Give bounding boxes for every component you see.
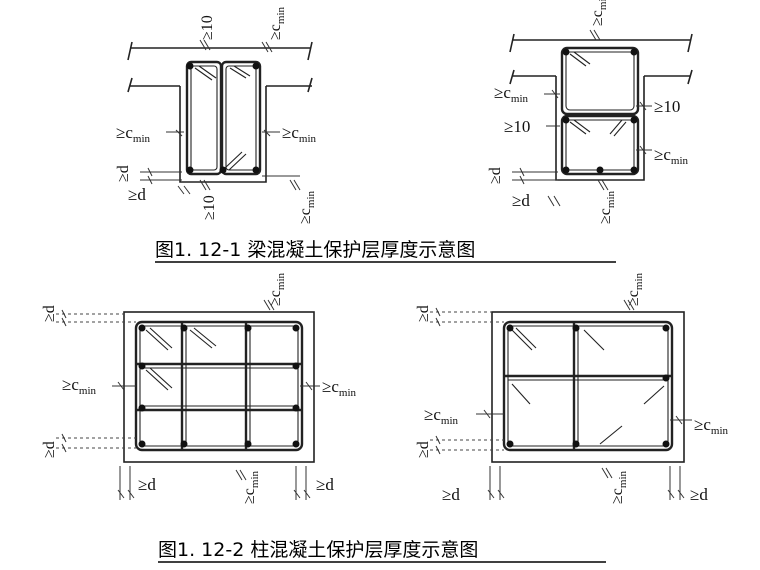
label-ge-d: ≥d <box>316 475 334 494</box>
label-ge-cmin: ≥cmin <box>297 190 317 224</box>
label-ge-cmin: ≥cmin <box>694 415 729 437</box>
label-ge-d: ≥d <box>138 475 156 494</box>
label-ge10: ≥10 <box>201 195 218 220</box>
figure-caption-2: 图1. 12-2 柱混凝土保护层厚度示意图 <box>158 539 478 561</box>
label-ge-cmin: ≥cmin <box>625 272 645 306</box>
beam-right <box>509 29 693 207</box>
column-left <box>56 299 320 500</box>
label-ge-cmin: ≥cmin <box>654 145 689 167</box>
label-ge-d: ≥d <box>415 305 432 322</box>
label-ge-cmin: ≥cmin <box>322 377 357 399</box>
label-ge-d: ≥d <box>41 305 58 322</box>
label-ge-d: ≥d <box>690 485 708 504</box>
label-ge-cmin: ≥cmin <box>597 190 617 224</box>
label-ge-d: ≥d <box>115 165 132 182</box>
label-ge-d: ≥d <box>128 185 146 204</box>
label-ge10: ≥10 <box>654 97 680 116</box>
figure-caption-1: 图1. 12-1 梁混凝土保护层厚度示意图 <box>155 239 475 261</box>
label-ge-cmin: ≥cmin <box>424 405 459 427</box>
label-ge-cmin: ≥cmin <box>62 375 97 397</box>
label-ge-cmin: ≥cmin <box>609 470 629 504</box>
label-ge-d: ≥d <box>487 167 504 184</box>
column-right <box>430 299 692 500</box>
label-ge-d: ≥d <box>41 441 58 458</box>
label-ge-cmin: ≥cmin <box>241 470 261 504</box>
beam-right-labels: ≥cmin ≥cmin ≥10 ≥10 ≥cmin ≥d ≥d ≥cmin <box>487 0 689 224</box>
label-ge-d: ≥d <box>512 191 530 210</box>
label-ge-cmin: ≥cmin <box>589 0 609 26</box>
label-ge-cmin: ≥cmin <box>494 83 529 105</box>
label-ge-d: ≥d <box>415 441 432 458</box>
column-left-labels: ≥d ≥d ≥cmin ≥cmin ≥cmin ≥d ≥cmin ≥d <box>41 272 357 504</box>
label-ge-cmin: ≥cmin <box>282 123 317 145</box>
label-ge-cmin: ≥cmin <box>267 6 287 40</box>
beam-left-labels: ≥10 ≥cmin ≥cmin ≥cmin ≥d ≥d ≥10 ≥cmin <box>115 6 317 224</box>
label-ge-cmin: ≥cmin <box>116 123 151 145</box>
label-ge10: ≥10 <box>504 117 530 136</box>
beam-left <box>127 39 313 195</box>
label-ge-cmin: ≥cmin <box>267 272 287 306</box>
label-ge-d: ≥d <box>442 485 460 504</box>
label-ge10: ≥10 <box>199 15 216 40</box>
column-right-labels: ≥d ≥d ≥cmin ≥cmin ≥cmin ≥d ≥cmin ≥d <box>415 272 729 504</box>
